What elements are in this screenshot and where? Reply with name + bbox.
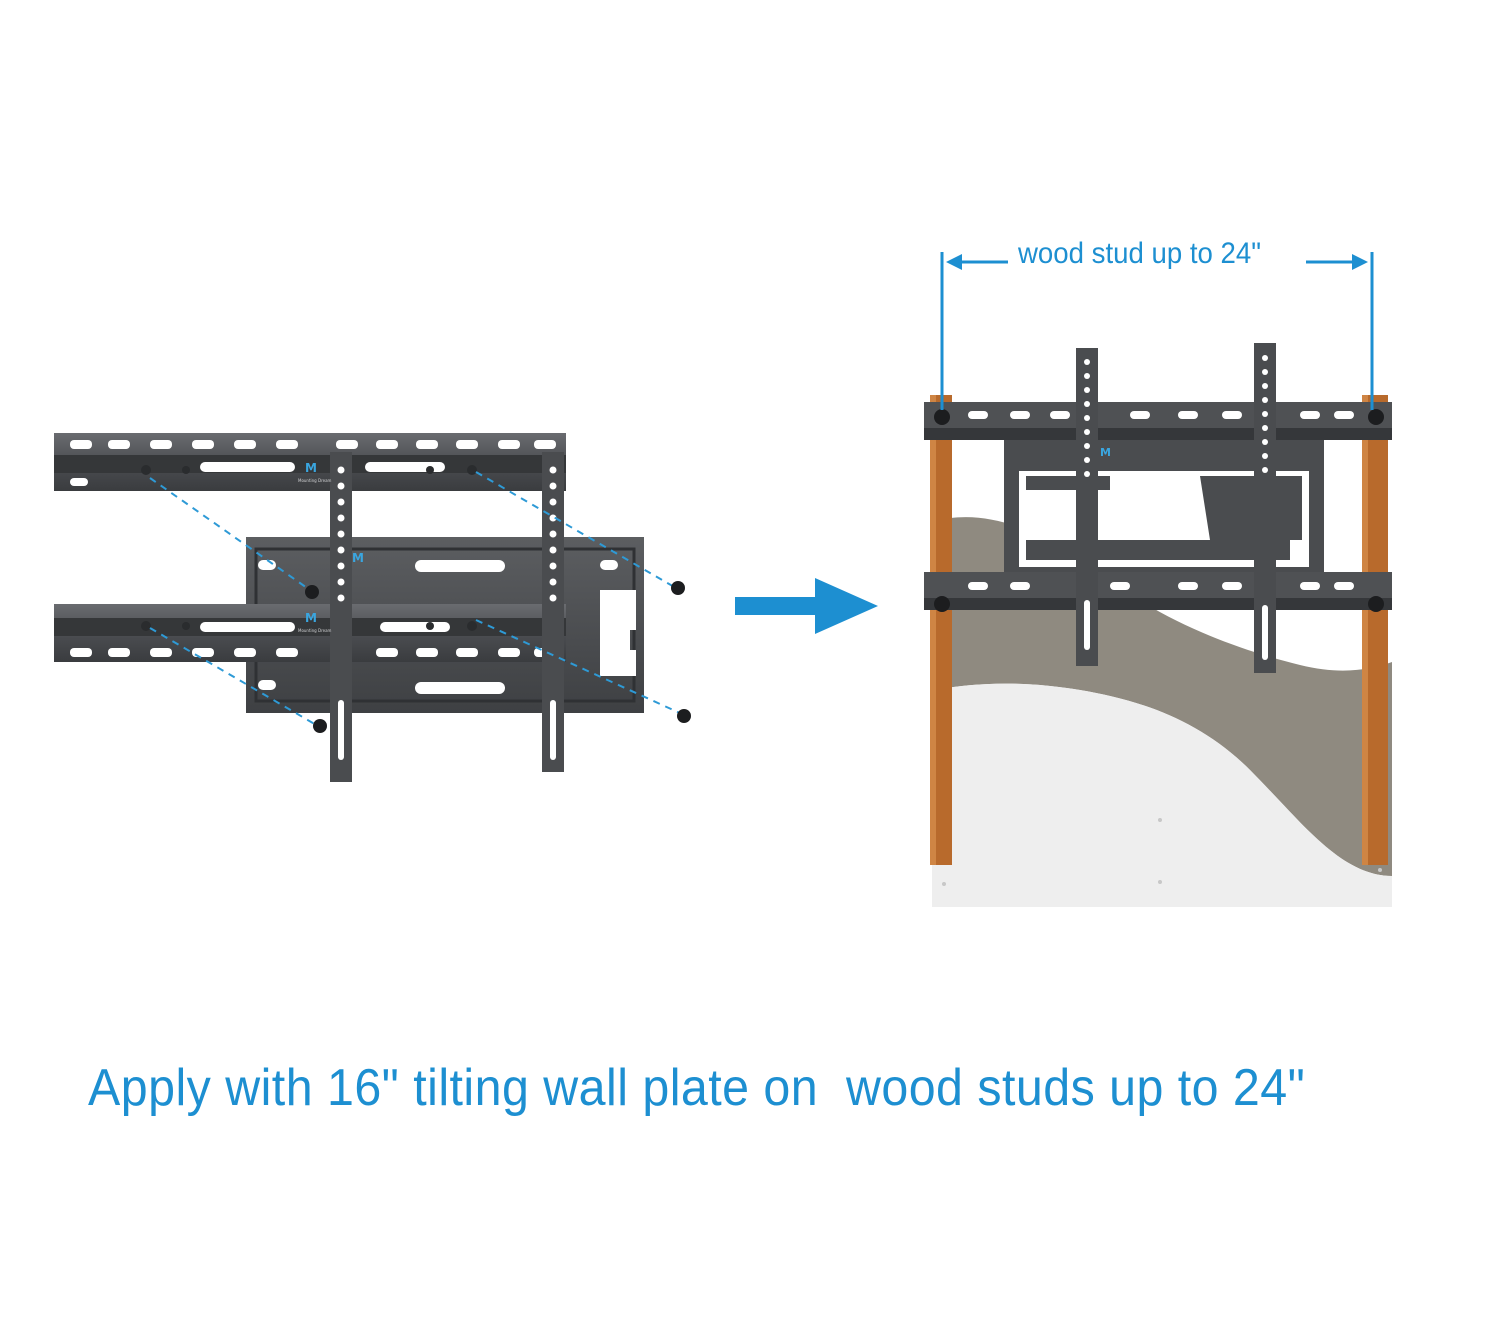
measurement-label: wood stud up to 24" [1018,237,1262,270]
vertical-arms [330,452,564,782]
bracket-installed-illustration: M [924,343,1392,907]
bottom-rail [54,604,566,662]
svg-text:M: M [352,551,364,565]
screw-guide-lines [149,471,683,727]
svg-text:M: M [305,461,317,475]
arrow-right-icon [735,578,878,634]
svg-text:Mounting Dream: Mounting Dream [298,478,332,483]
svg-text:M: M [1100,446,1111,459]
svg-text:Mounting Dream: Mounting Dream [298,628,332,633]
svg-text:M: M [305,611,317,625]
brand-logo: M Mounting Dream M Mounting Dream M [298,461,364,633]
screws [305,581,691,733]
measurement-indicator [940,252,1374,410]
top-rail [54,433,566,491]
caption-text: Apply with 16" tilting wall plate on woo… [88,1059,1306,1117]
